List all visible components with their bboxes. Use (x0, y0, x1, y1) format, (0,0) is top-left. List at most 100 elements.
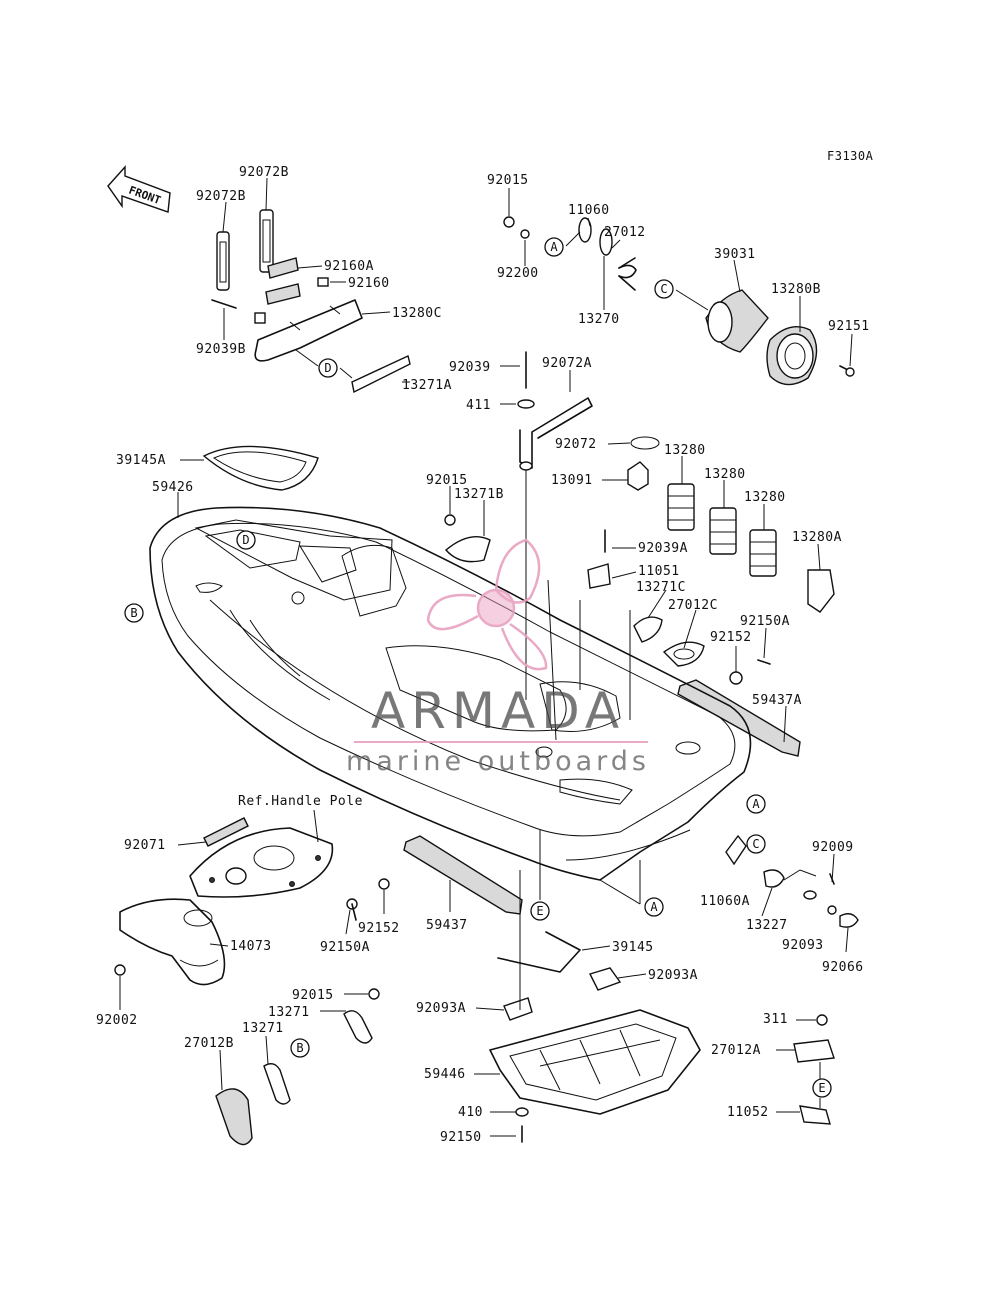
part-label: 311 (763, 1012, 788, 1027)
strap-bracket-assembly (211, 209, 411, 394)
part-label: 13271 (242, 1021, 284, 1036)
svg-text:E: E (536, 904, 543, 918)
part-label: 411 (466, 398, 491, 413)
callout-b-2: B (290, 1038, 310, 1058)
part-label: 13280 (704, 467, 746, 482)
part-label: 92072B (239, 165, 289, 180)
part-label: 11051 (638, 564, 680, 579)
watermark-tagline: marine outboards (346, 746, 650, 777)
hull-59426 (149, 506, 752, 881)
right-small-parts (725, 834, 859, 928)
propeller-logo-icon (426, 538, 548, 671)
part-label: 92071 (124, 838, 166, 853)
svg-text:A: A (550, 240, 558, 254)
part-label: 11052 (727, 1105, 769, 1120)
part-label: 27012A (711, 1043, 761, 1058)
part-label: 13271B (454, 487, 504, 502)
part-label: 27012 (604, 225, 646, 240)
part-label: 13270 (578, 312, 620, 327)
svg-text:D: D (324, 361, 331, 375)
svg-text:A: A (650, 900, 658, 914)
callout-d-1: D (318, 358, 338, 378)
part-label: 11060 (568, 203, 610, 218)
part-label: 39031 (714, 247, 756, 262)
part-label: 92152 (710, 630, 752, 645)
part-label: 92039 (449, 360, 491, 375)
handle-pole-group (114, 817, 334, 986)
part-label: 27012B (184, 1036, 234, 1051)
part-label: 92152 (358, 921, 400, 936)
watermark-brand: ARMADA (371, 682, 625, 740)
callout-c-2: C (746, 834, 766, 854)
part-label: 13271 (268, 1005, 310, 1020)
part-label: 13271A (402, 378, 452, 393)
part-label: 92066 (822, 960, 864, 975)
callout-a-2: A (746, 794, 766, 814)
part-label: 92072A (542, 356, 592, 371)
part-label: 14073 (230, 939, 272, 954)
part-label: 13280B (771, 282, 821, 297)
part-label: 92039A (638, 541, 688, 556)
part-label: 13091 (551, 473, 593, 488)
part-label: 92150A (320, 940, 370, 955)
part-label: 92015 (292, 988, 334, 1003)
svg-text:B: B (130, 606, 137, 620)
front-arrow-icon: FRONT (107, 165, 171, 213)
top-fastener-group (503, 216, 637, 291)
rod-assembly (517, 351, 660, 491)
part-label: 92009 (812, 840, 854, 855)
leader-lines (119, 177, 853, 1137)
cone-cover-assembly (705, 289, 855, 386)
part-label: 39145A (116, 453, 166, 468)
pump-plate-group (489, 931, 701, 1143)
bottom-left-plates (215, 988, 380, 1146)
part-label: 92002 (96, 1013, 138, 1028)
callout-e-2: E (812, 1078, 832, 1098)
part-label: 92072 (555, 437, 597, 452)
figure-code: F3130A (827, 149, 874, 163)
hull-small-parts (444, 514, 771, 685)
part-label: 92150 (440, 1130, 482, 1145)
callout-e-1: E (530, 901, 550, 921)
part-label: 92072B (196, 189, 246, 204)
part-label: 92093A (648, 968, 698, 983)
svg-text:E: E (818, 1081, 825, 1095)
rail-59437a (677, 679, 801, 757)
part-labels: 92072B 92072B 92160A 92160 13280C 92039B… (96, 165, 870, 1145)
part-label: 92160 (348, 276, 390, 291)
svg-text:C: C (752, 837, 759, 851)
part-label: 92039B (196, 342, 246, 357)
part-label: 13280A (792, 530, 842, 545)
callout-a-3: A (644, 897, 664, 917)
reference-note: Ref.Handle Pole (238, 794, 363, 809)
part-label: 27012C (668, 598, 718, 613)
part-label: 92150A (740, 614, 790, 629)
part-label: 13280C (392, 306, 442, 321)
part-label: 59437A (752, 693, 802, 708)
part-label: 13280 (664, 443, 706, 458)
part-label: 13271C (636, 580, 686, 595)
callout-d-2: D (236, 530, 256, 550)
part-label: 39145 (612, 940, 654, 955)
armada-watermark: ARMADA marine outboards (346, 538, 650, 777)
callout-b-1: B (124, 603, 144, 623)
part-label: 92200 (497, 266, 539, 281)
part-label: 410 (458, 1105, 483, 1120)
rail-59437-group (346, 835, 523, 921)
part-label: 92015 (487, 173, 529, 188)
svg-text:C: C (660, 282, 667, 296)
bottom-right-brackets (793, 1014, 835, 1125)
callout-a-1: A (544, 237, 564, 257)
callout-c-1: C (654, 279, 674, 299)
part-label: 13280 (744, 490, 786, 505)
part-label: 92093 (782, 938, 824, 953)
part-label: 92093A (416, 1001, 466, 1016)
part-label: 11060A (700, 894, 750, 909)
part-label: 59437 (426, 918, 468, 933)
svg-text:D: D (242, 533, 249, 547)
part-label: 13227 (746, 918, 788, 933)
part-label: 92151 (828, 319, 870, 334)
svg-text:B: B (296, 1041, 303, 1055)
part-label: 92015 (426, 473, 468, 488)
